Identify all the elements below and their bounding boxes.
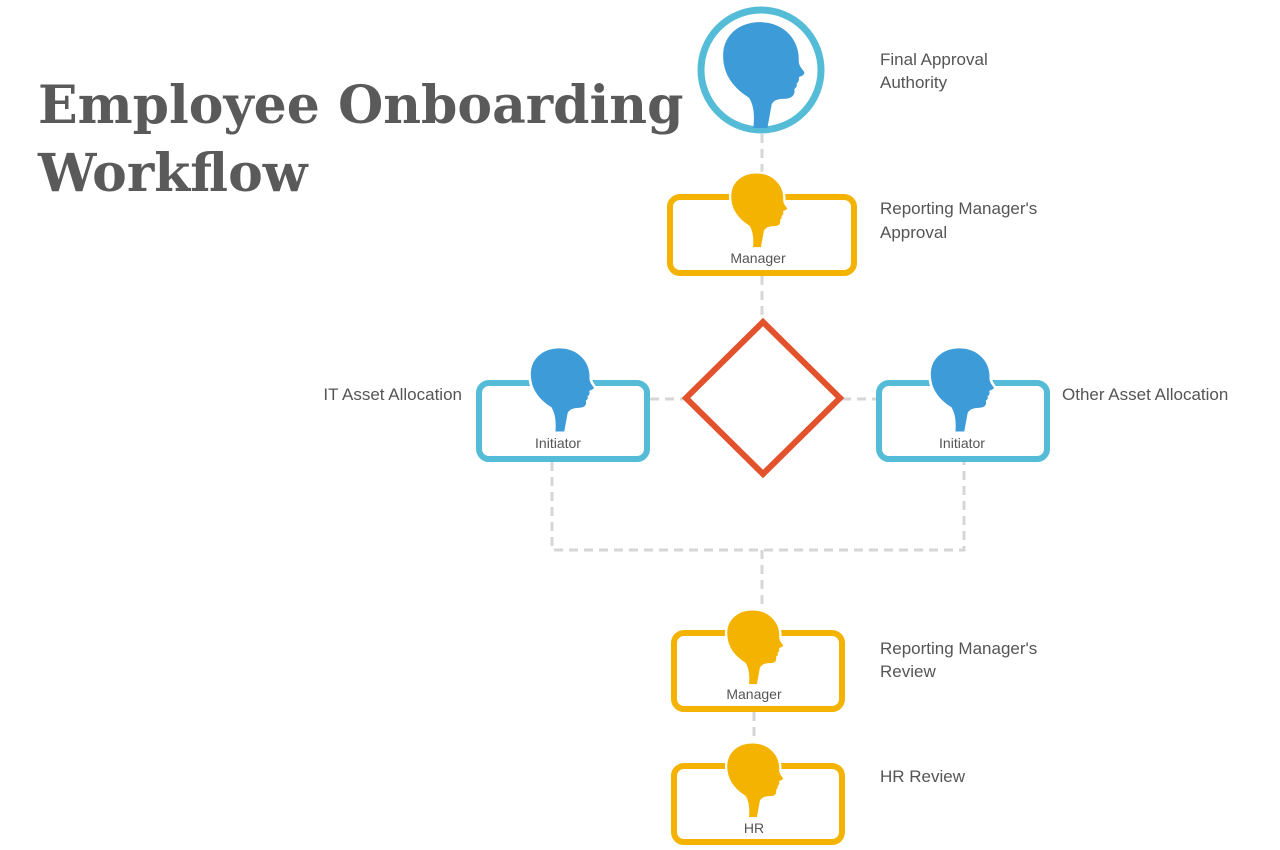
role-label: Manager [726,686,782,702]
step-other-asset-allocation[interactable]: Initiator Other Asset Allocation [876,345,1228,462]
step-final-approval-label-line-1: Final Approval [880,50,988,69]
step-it-asset-allocation[interactable]: Initiator IT Asset Allocation [323,345,650,462]
page-title-line-1: Employee Onboarding [38,75,683,136]
step-manager-review-label-line-2: Review [880,662,936,681]
role-label: Initiator [535,435,581,451]
step-hr-review-label: HR Review [880,767,966,786]
step-manager-approval-label-line-2: Approval [880,223,947,242]
step-manager-review[interactable]: Manager Reporting Manager's Review [671,608,1037,712]
connector-merge [550,462,966,552]
step-manager-approval-label-line-1: Reporting Manager's [880,199,1037,218]
step-it-asset-label: IT Asset Allocation [323,385,462,404]
role-label: Initiator [939,435,985,451]
step-manager-review-label-line-1: Reporting Manager's [880,639,1037,658]
step-manager-approval[interactable]: Manager Reporting Manager's Approval [667,171,1037,276]
step-final-approval[interactable]: Final Approval Authority [697,6,988,134]
step-final-approval-label-line-2: Authority [880,73,948,92]
decision-diamond[interactable] [681,317,845,479]
role-label: Manager [730,250,786,266]
step-other-asset-label: Other Asset Allocation [1062,385,1228,404]
step-hr-review[interactable]: HR HR Review [671,741,966,845]
page-title-line-2: Workflow [37,143,309,204]
role-label: HR [744,820,764,836]
connector-lines [550,134,966,742]
